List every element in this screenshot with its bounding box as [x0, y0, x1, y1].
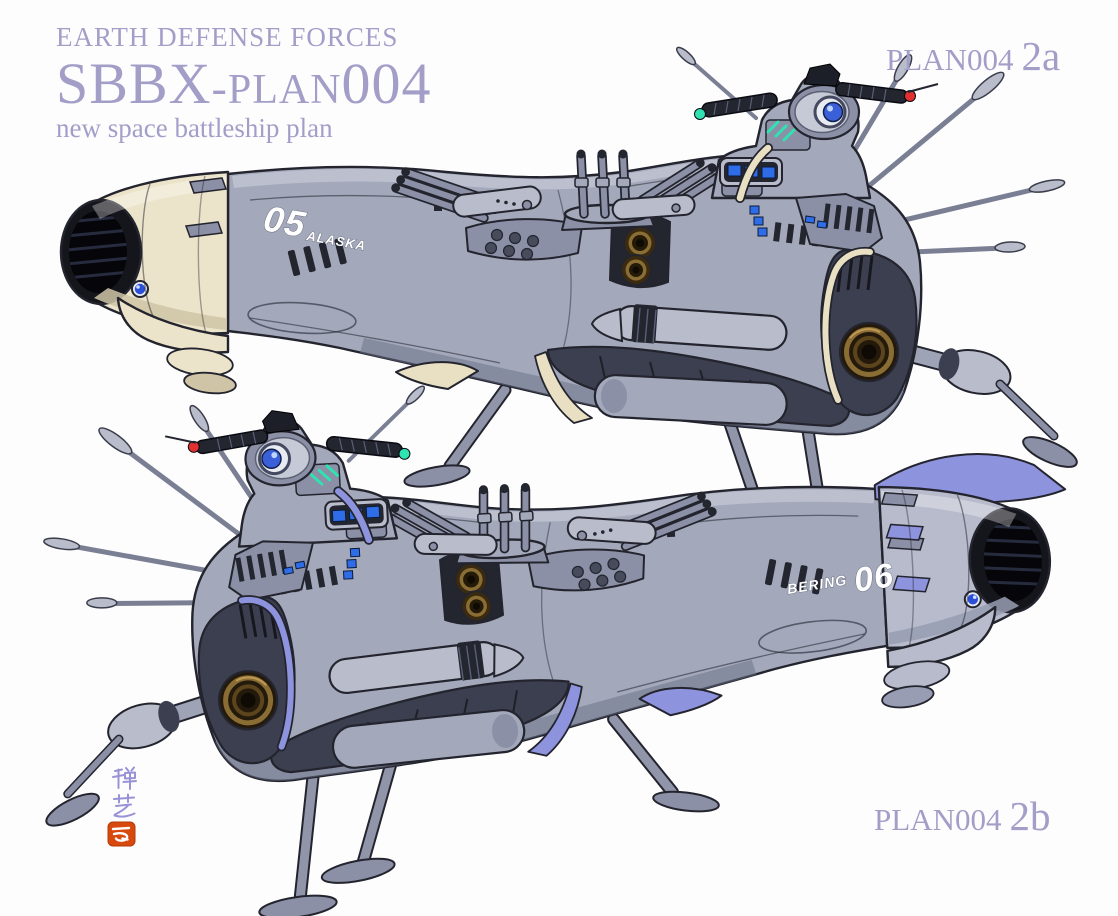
title-block: EARTH DEFENSE FORCES SBBX-PLAN004 new sp…: [56, 22, 432, 144]
signature-kanji-shiba: [113, 793, 136, 818]
hull-number-05: 05: [261, 198, 310, 246]
title-subtitle: new space battleship plan: [56, 113, 333, 144]
title-plan: PLAN: [227, 67, 342, 114]
plan-label-2b-prefix: PLAN004: [874, 802, 1002, 837]
signature-seal: [107, 821, 136, 847]
signature-kanji-zen: [112, 766, 137, 790]
title-overline: EARTH DEFENSE FORCES: [56, 22, 399, 52]
page-title: SBBX-PLAN004: [56, 54, 432, 113]
hull-number-06: 06: [851, 556, 896, 600]
title-number: 004: [341, 51, 432, 117]
artist-signature: [107, 766, 137, 847]
title-sbbx: SBBX: [56, 51, 212, 117]
plan-label-2a-prefix: PLAN004: [886, 42, 1014, 77]
plan-label-2b-variant: 2b: [1009, 793, 1051, 839]
title-dash: -: [211, 62, 228, 114]
plan-label-2a-variant: 2a: [1021, 33, 1061, 79]
